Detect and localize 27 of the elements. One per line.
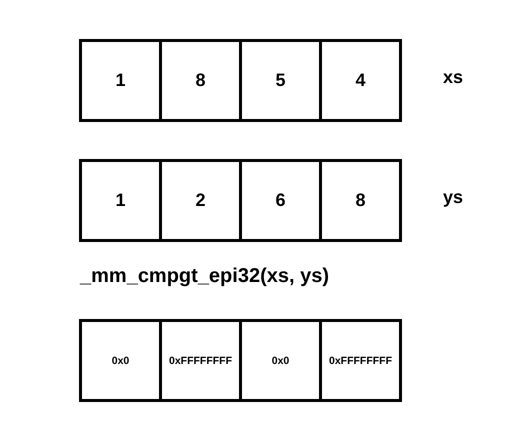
array-cell	[79, 39, 162, 122]
row-label: ys	[443, 187, 464, 208]
array-cell	[159, 319, 242, 402]
cell-value: 5	[275, 70, 286, 91]
cell-value: 6	[275, 190, 286, 211]
array-cell	[159, 159, 242, 242]
cell-value: 2	[195, 190, 206, 211]
cell-value: 8	[195, 70, 206, 91]
array-cell	[319, 39, 402, 122]
array-cell	[159, 39, 242, 122]
array-cell	[239, 319, 322, 402]
cell-value: 0xFFFFFFFF	[169, 354, 232, 366]
array-cell	[79, 159, 162, 242]
cell-value: 0xFFFFFFFF	[329, 354, 392, 366]
row-label: xs	[443, 67, 464, 88]
cell-value: 0x0	[272, 354, 290, 366]
array-cell	[239, 159, 322, 242]
cell-value: 1	[115, 190, 126, 211]
cell-value: 8	[355, 190, 366, 211]
array-cell	[79, 319, 162, 402]
function-call-text: _mm_cmpgt_epi32(xs, ys)	[80, 265, 330, 288]
cell-value: 0x0	[112, 354, 130, 366]
cell-value: 4	[355, 70, 366, 91]
array-cell	[239, 39, 322, 122]
array-cell	[319, 319, 402, 402]
cell-value: 1	[115, 70, 126, 91]
array-cell	[319, 159, 402, 242]
